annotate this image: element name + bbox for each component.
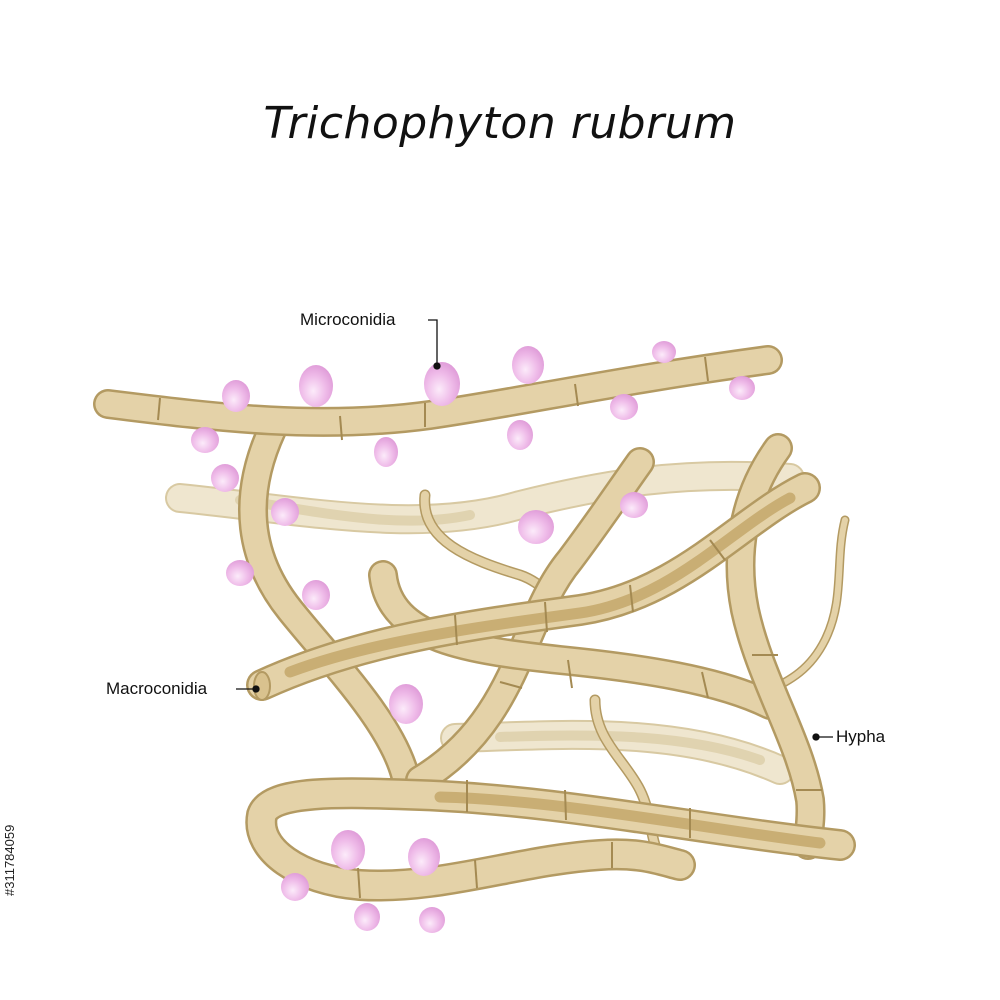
microconidium (222, 380, 250, 412)
main-hyphae (93, 345, 856, 902)
microconidium (354, 903, 380, 931)
microconidium (211, 464, 239, 492)
microconidium (226, 560, 254, 586)
label-macroconidia: Macroconidia (106, 679, 208, 698)
microconidium (302, 580, 330, 610)
microconidia-group (191, 341, 755, 933)
microconidium (389, 684, 423, 724)
microconidium (374, 437, 398, 467)
microconidium (419, 907, 445, 933)
label-microconidia: Microconidia (300, 310, 396, 329)
microconidium (507, 420, 533, 450)
microconidium (610, 394, 638, 420)
microconidium (729, 376, 755, 400)
microconidium (331, 830, 365, 870)
microconidium (652, 341, 676, 363)
microconidium (512, 346, 544, 384)
microconidium (424, 362, 460, 406)
microconidium (408, 838, 440, 876)
microconidium (191, 427, 219, 453)
microconidium (271, 498, 299, 526)
septa (157, 356, 822, 899)
microconidium (620, 492, 648, 518)
leader-lines (236, 319, 833, 741)
diagram-title: Trichophyton rubrum (263, 98, 737, 149)
stock-id-text: #311784059 (2, 824, 17, 896)
label-hypha: Hypha (836, 727, 886, 746)
microconidium (281, 873, 309, 901)
microconidium (299, 365, 333, 407)
microconidium (518, 510, 554, 544)
microconidia-leader (428, 319, 438, 366)
